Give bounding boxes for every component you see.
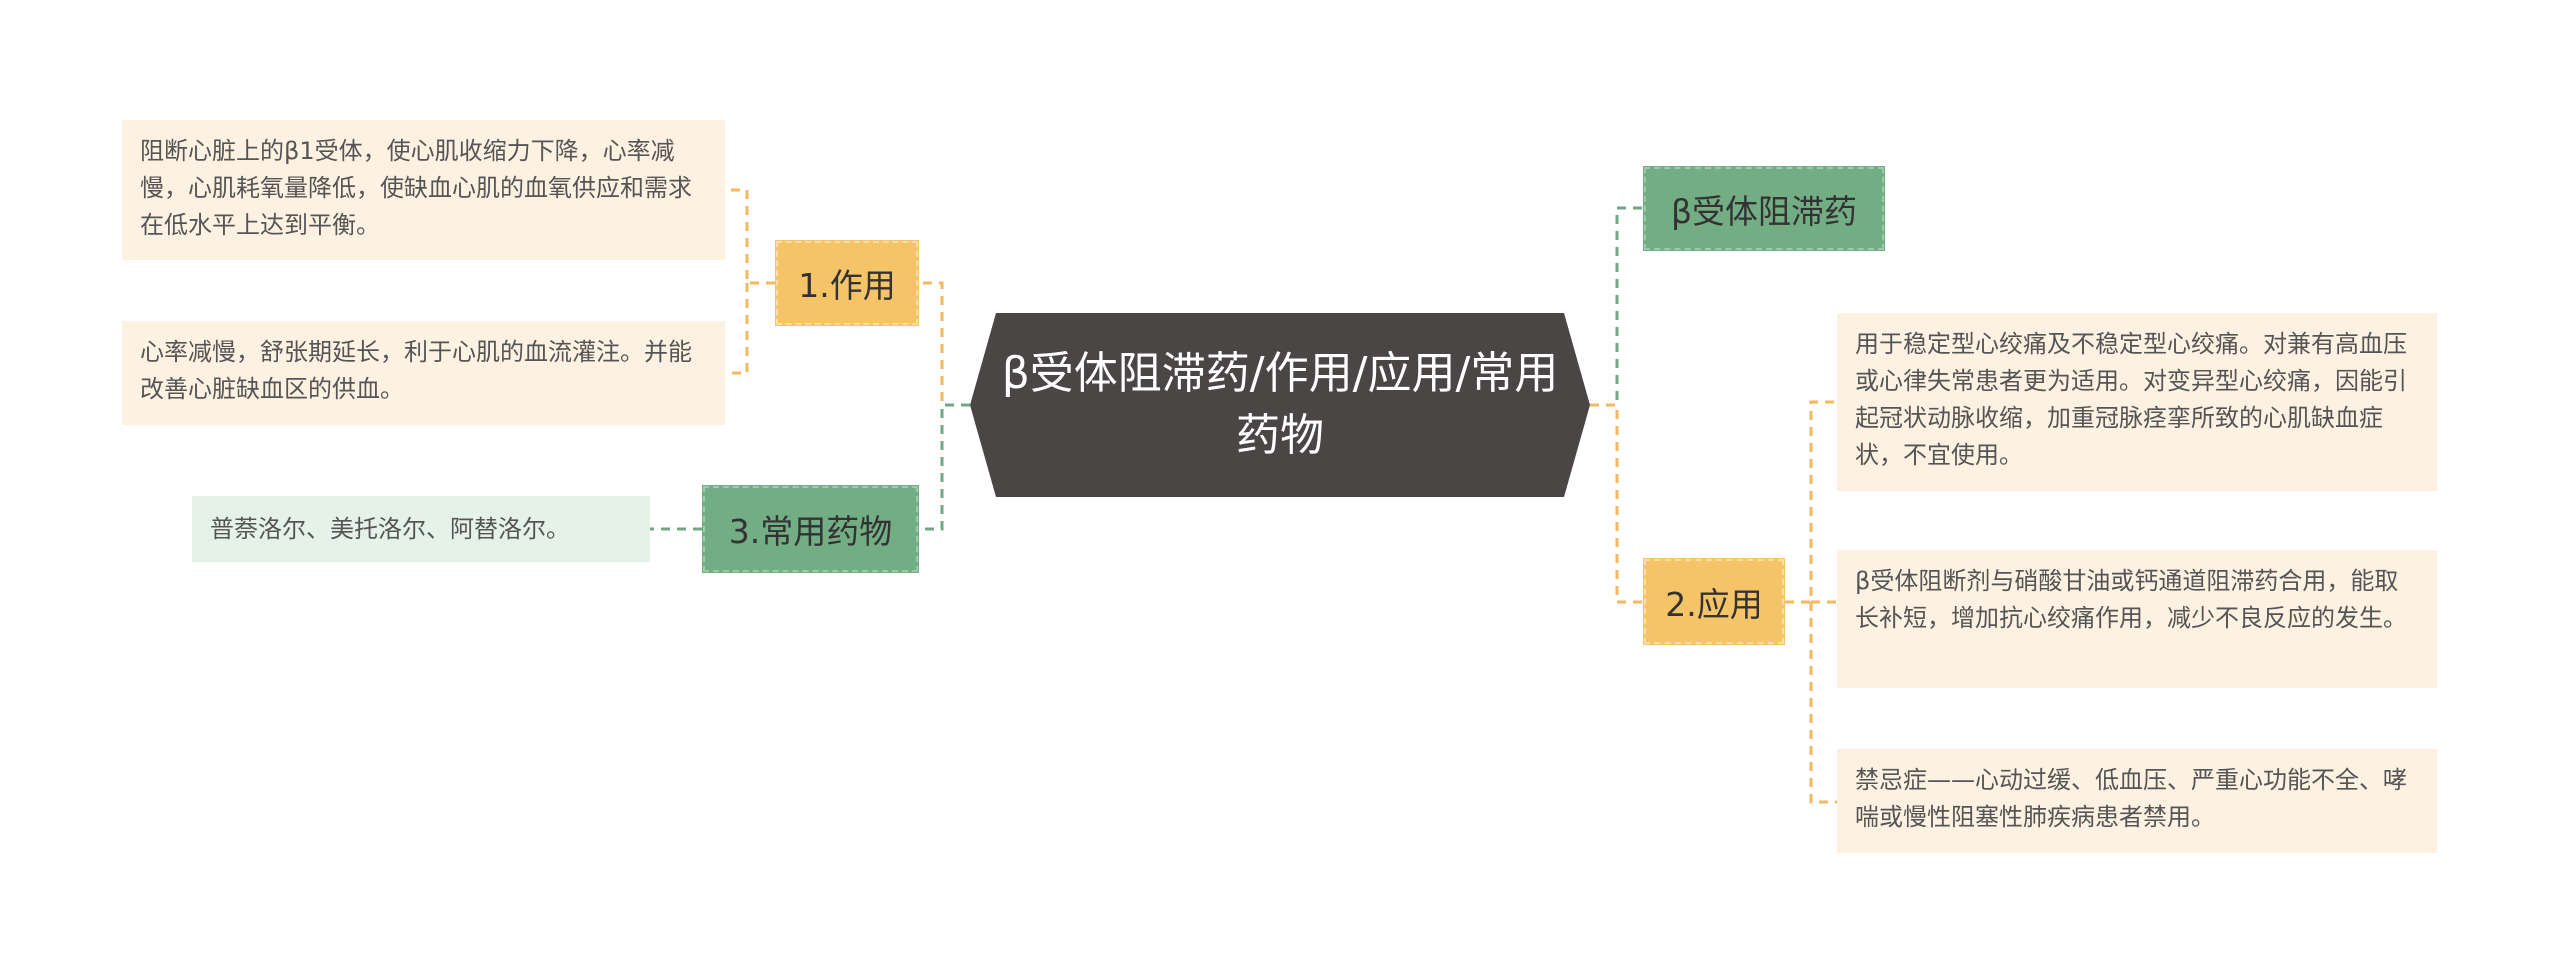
branch-name[interactable]: β受体阻滞药: [1643, 166, 1885, 251]
drugs-detail-1[interactable]: 普萘洛尔、美托洛尔、阿替洛尔。: [192, 496, 650, 562]
application-detail-3[interactable]: 禁忌症——心动过缓、低血压、严重心功能不全、哮喘或慢性阻塞性肺疾病患者禁用。: [1837, 749, 2437, 853]
application-detail-2[interactable]: β受体阻断剂与硝酸甘油或钙通道阻滞药合用，能取长补短，增加抗心绞痛作用，减少不良…: [1837, 550, 2437, 688]
link-root-drugs: [919, 403, 970, 531]
branch-drugs[interactable]: 3.常用药物: [702, 485, 919, 573]
link-root-name: [1590, 206, 1643, 407]
branch-application-label: 2.应用: [1665, 584, 1763, 624]
effect-detail-2[interactable]: 心率减慢，舒张期延长，利于心肌的血流灌注。并能改善心脏缺血区的供血。: [122, 321, 725, 425]
branch-effect-label: 1.作用: [798, 266, 896, 305]
link-application-leaves: [1785, 400, 1837, 804]
link-root-application: [1590, 403, 1643, 604]
branch-name-label: β受体阻滞药: [1670, 191, 1858, 231]
application-detail-1[interactable]: 用于稳定型心绞痛及不稳定型心绞痛。对兼有高血压或心律失常患者更为适用。对变异型心…: [1837, 313, 2437, 491]
link-effect-leaves: [725, 188, 775, 375]
root-label: β受体阻滞药/作用/应用/常用药物: [1001, 348, 1559, 461]
link-root-effect: [919, 281, 970, 407]
effect-detail-1[interactable]: 阻断心脏上的β1受体，使心肌收缩力下降，心率减慢，心肌耗氧量降低，使缺血心肌的血…: [122, 120, 725, 260]
branch-effect[interactable]: 1.作用: [775, 240, 919, 326]
root-node[interactable]: β受体阻滞药/作用/应用/常用药物: [970, 313, 1590, 497]
branch-application[interactable]: 2.应用: [1643, 558, 1785, 645]
branch-drugs-label: 3.常用药物: [728, 512, 893, 551]
